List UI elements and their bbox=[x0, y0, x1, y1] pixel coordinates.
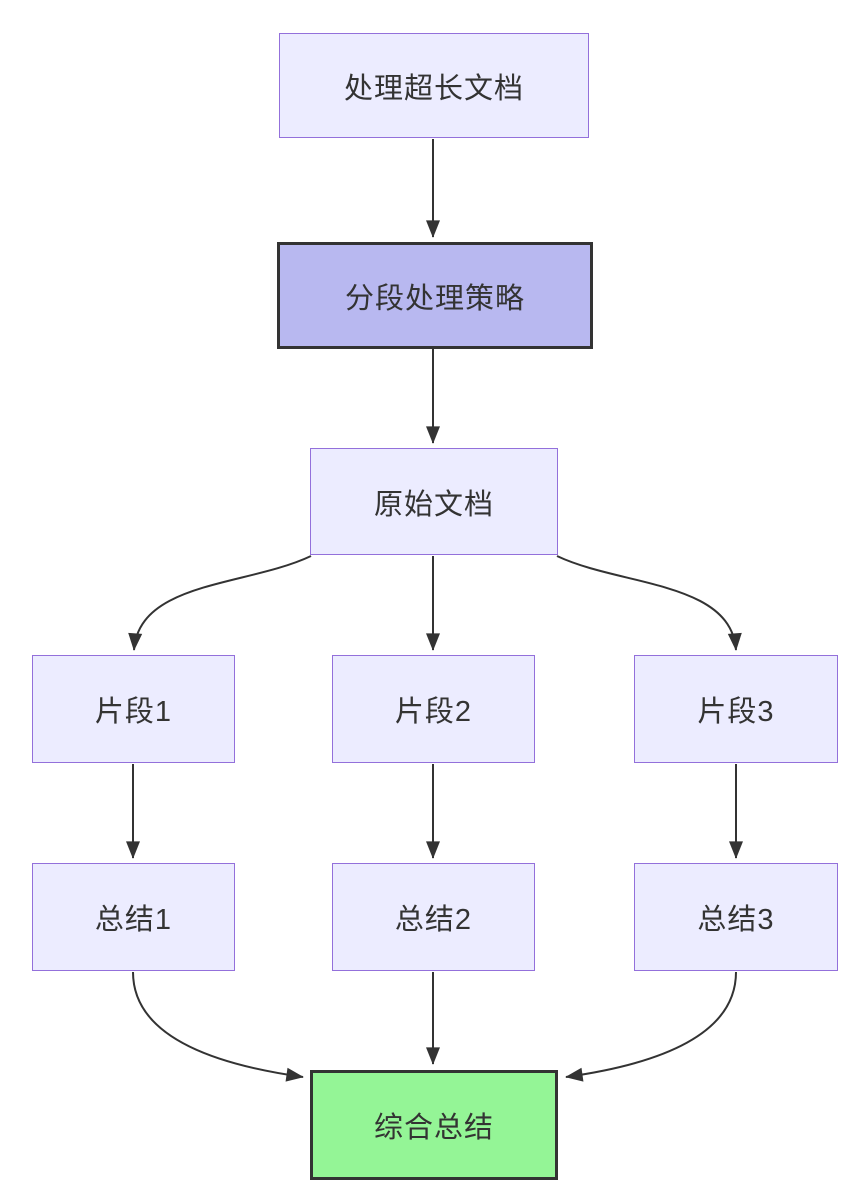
node-handle-long-document: 处理超长文档 bbox=[279, 33, 589, 138]
node-fragment-1: 片段1 bbox=[32, 655, 235, 763]
node-summary-3: 总结3 bbox=[634, 863, 838, 971]
node-final-summary: 综合总结 bbox=[310, 1070, 558, 1180]
edge-c-fragment1 bbox=[128, 555, 312, 651]
edge-summary3-final bbox=[565, 971, 737, 1082]
node-summary-2: 总结2 bbox=[332, 863, 535, 971]
node-segmentation-strategy: 分段处理策略 bbox=[277, 242, 593, 349]
edge-summary1-final bbox=[132, 971, 304, 1082]
node-fragment-3: 片段3 bbox=[634, 655, 838, 763]
edge-c-fragment3 bbox=[556, 555, 742, 651]
node-original-document: 原始文档 bbox=[310, 448, 558, 555]
node-summary-1: 总结1 bbox=[32, 863, 235, 971]
node-fragment-2: 片段2 bbox=[332, 655, 535, 763]
